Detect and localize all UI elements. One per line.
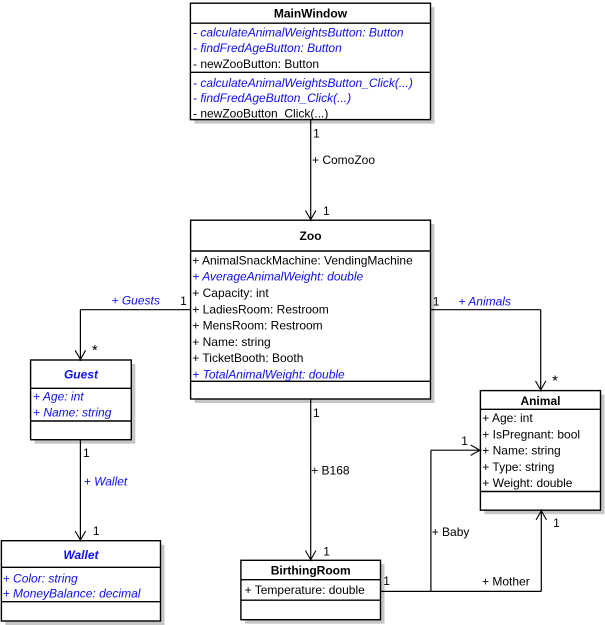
svg-text:+ Weight: double: + Weight: double <box>482 476 573 490</box>
svg-text:+ AverageAnimalWeight: double: + AverageAnimalWeight: double <box>192 270 363 284</box>
svg-text:Zoo: Zoo <box>300 229 322 243</box>
svg-text:- findFredAgeButton: Button: - findFredAgeButton: Button <box>193 41 342 55</box>
svg-text:+ Color: string: + Color: string <box>3 571 78 585</box>
svg-text:+ Name: string: + Name: string <box>33 405 112 419</box>
svg-text:1: 1 <box>383 574 390 588</box>
svg-text:1: 1 <box>93 524 100 538</box>
svg-text:Animal: Animal <box>520 394 560 408</box>
svg-text:+ Name: string: + Name: string <box>482 444 560 458</box>
svg-text:+ AnimalSnackMachine: VendingM: + AnimalSnackMachine: VendingMachine <box>192 253 413 267</box>
svg-text:+ MoneyBalance: decimal: + MoneyBalance: decimal <box>3 587 141 601</box>
svg-text:+ Guests: + Guests <box>112 294 160 308</box>
svg-text:+ IsPregnant: bool: + IsPregnant: bool <box>482 427 580 441</box>
svg-text:1: 1 <box>313 406 320 420</box>
svg-text:+ TotalAnimalWeight: double: + TotalAnimalWeight: double <box>192 368 345 382</box>
svg-text:+ Age: int: + Age: int <box>33 390 84 404</box>
svg-text:- calculateAnimalWeightsButton: - calculateAnimalWeightsButton: Button <box>193 26 404 40</box>
svg-text:+ Capacity: int: + Capacity: int <box>192 286 269 300</box>
svg-text:*: * <box>552 372 558 389</box>
svg-text:1: 1 <box>461 434 468 448</box>
svg-text:+ Name: string: + Name: string <box>192 335 270 349</box>
svg-text:+ TicketBooth: Booth: + TicketBooth: Booth <box>192 351 303 365</box>
svg-text:1: 1 <box>83 446 90 460</box>
svg-text:1: 1 <box>433 294 440 308</box>
svg-text:+ Wallet: + Wallet <box>84 474 128 488</box>
svg-text:+ Baby: + Baby <box>432 525 470 539</box>
svg-text:+ Temperature: double: + Temperature: double <box>245 583 366 597</box>
svg-text:+ Animals: + Animals <box>458 294 511 308</box>
svg-text:+ ComoZoo: + ComoZoo <box>312 153 375 167</box>
svg-text:1: 1 <box>180 294 187 308</box>
svg-text:1: 1 <box>323 544 330 558</box>
svg-text:*: * <box>92 342 98 359</box>
svg-text:BirthingRoom: BirthingRoom <box>271 563 351 577</box>
svg-text:- findFredAgeButton_Click(...): - findFredAgeButton_Click(...) <box>193 91 351 105</box>
svg-text:MainWindow: MainWindow <box>274 6 348 20</box>
svg-text:+ Mother: + Mother <box>482 574 530 588</box>
svg-text:- newZooButton: Button: - newZooButton: Button <box>193 57 319 71</box>
svg-text:- calculateAnimalWeightsButton: - calculateAnimalWeightsButton_Click(...… <box>193 76 413 90</box>
svg-text:Wallet: Wallet <box>63 548 99 562</box>
svg-text:1: 1 <box>323 204 330 218</box>
svg-text:1: 1 <box>553 516 560 530</box>
svg-text:+ MensRoom: Restroom: + MensRoom: Restroom <box>192 319 322 333</box>
svg-text:+ Age: int: + Age: int <box>482 411 533 425</box>
svg-text:Guest: Guest <box>64 368 99 382</box>
svg-text:1: 1 <box>313 126 320 140</box>
svg-text:+ B168: + B168 <box>311 464 350 478</box>
svg-text:+ LadiesRoom: Restroom: + LadiesRoom: Restroom <box>192 302 328 316</box>
svg-text:- newZooButton_Click(...): - newZooButton_Click(...) <box>193 106 328 120</box>
svg-text:+ Type: string: + Type: string <box>482 460 554 474</box>
